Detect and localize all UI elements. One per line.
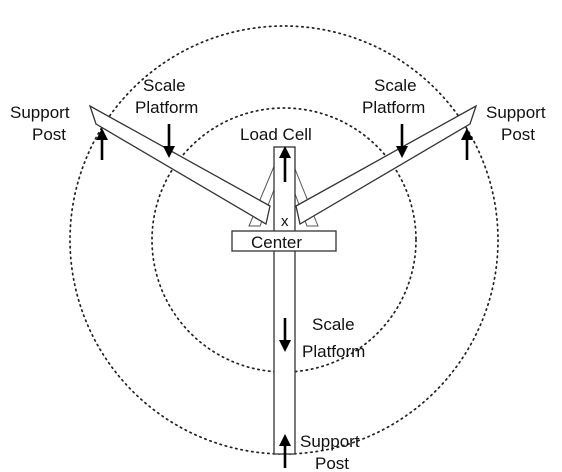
right-support-up-arrow: [461, 128, 473, 160]
support-post-right-line1: Support: [486, 103, 546, 122]
right-scale-platform-beam: [295, 104, 478, 226]
scale-platform-bottom-line1: Scale: [312, 315, 355, 334]
center-x-mark: x: [281, 213, 289, 230]
load-cell-label: Load Cell: [240, 125, 312, 144]
support-post-left-line2: Post: [32, 125, 66, 144]
support-post-right-line2: Post: [501, 125, 535, 144]
scale-platform-bottom-line2: Platform: [302, 342, 365, 361]
load-cell-beam: [273, 146, 296, 455]
center-label: Center: [251, 233, 302, 252]
left-support-up-arrow: [96, 128, 108, 160]
load-cell-up-arrow: [279, 146, 291, 182]
left-platform-down-arrow: [163, 124, 175, 158]
bottom-platform-down-arrow: [279, 318, 291, 352]
scale-platform-left-line2: Platform: [135, 98, 198, 117]
scale-platform-right-line2: Platform: [362, 98, 425, 117]
scale-platform-right-line1: Scale: [374, 76, 417, 95]
support-post-left-line1: Support: [10, 103, 70, 122]
right-platform-down-arrow: [396, 124, 408, 158]
bottom-support-up-arrow: [279, 434, 291, 468]
scale-platform-left-line1: Scale: [143, 76, 186, 95]
center-bar: [231, 230, 337, 252]
support-post-bottom-line1: Support: [300, 432, 360, 451]
left-scale-platform-beam: [88, 104, 271, 226]
support-post-bottom-line2: Post: [315, 454, 349, 472]
